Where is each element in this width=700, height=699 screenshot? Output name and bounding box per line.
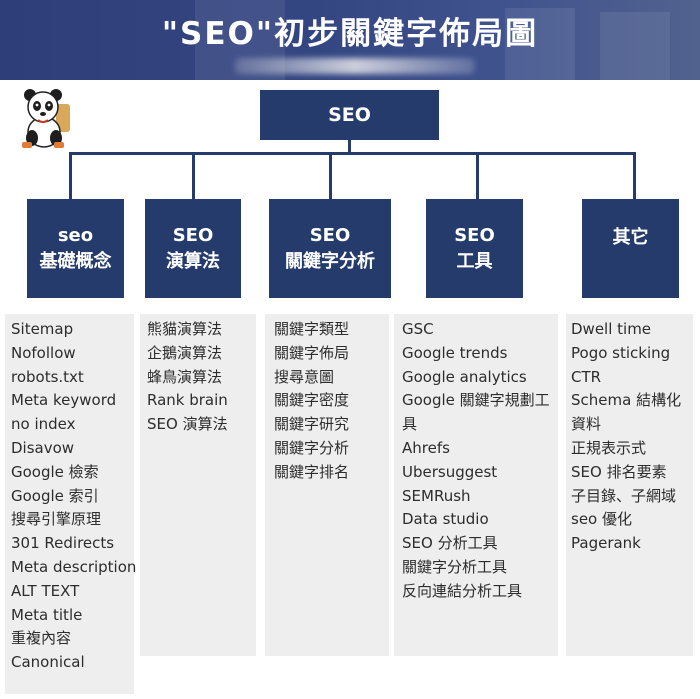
root-node-seo: SEO <box>260 90 439 140</box>
list-item: Data studio <box>402 510 489 529</box>
items-panel-seo-algorithms: 熊貓演算法 企鵝演算法 蜂鳥演算法 Rank brain SEO 演算法 <box>140 314 256 656</box>
list-item: 關鍵字類型 <box>274 320 350 338</box>
list-item: Disavow <box>11 438 75 457</box>
banner-background-image <box>505 8 575 80</box>
list-item: Meta description <box>11 557 137 576</box>
root-label: SEO <box>328 104 371 126</box>
category-label-line1: seo <box>57 224 94 246</box>
category-label-line2: 演算法 <box>166 250 220 272</box>
category-node-keyword-analysis: SEO 關鍵字分析 <box>269 199 391 298</box>
list-item: 子目錄、子網域 <box>571 486 677 505</box>
list-item: Meta keyword <box>11 391 117 410</box>
list-item: Schema 結構化 <box>571 391 682 410</box>
category-label-line2: 關鍵字分析 <box>285 250 375 272</box>
category-label-line2: 基礎概念 <box>39 250 112 272</box>
list-item: 關鍵字密度 <box>274 391 350 410</box>
list-item: Pagerank <box>571 534 641 553</box>
list-item: Google 索引 <box>11 486 99 505</box>
items-panel-others: Dwell time Pogo sticking CTR Schema 結構化 … <box>566 314 693 656</box>
list-item: no index <box>11 415 76 434</box>
list-item: Google analytics <box>402 367 527 386</box>
list-item: SEO 分析工具 <box>402 534 498 553</box>
list-item: 關鍵字排名 <box>274 462 350 481</box>
panda-mascot-icon <box>22 89 70 148</box>
category-node-seo-tools: SEO 工具 <box>426 199 523 298</box>
list-item: Nofollow <box>11 343 76 362</box>
connector-horizontal <box>69 152 636 155</box>
list-item: 搜尋引擎原理 <box>11 510 102 529</box>
category-label-line1: SEO <box>454 224 495 246</box>
category-label-line1: SEO <box>309 224 351 246</box>
page-title: "SEO"初步關鍵字佈局圖 <box>161 16 539 52</box>
list-item: 資料 <box>571 415 602 434</box>
list-item: Ahrefs <box>402 438 450 457</box>
list-item: 關鍵字分析 <box>274 438 350 457</box>
list-item: 蜂鳥演算法 <box>147 367 223 386</box>
list-item: 關鍵字分析工具 <box>402 557 508 576</box>
list-item: seo 優化 <box>571 510 632 529</box>
connector-root-vertical <box>348 140 351 153</box>
list-item: CTR <box>571 367 602 386</box>
list-item: Pogo sticking <box>571 343 671 362</box>
list-item: Sitemap <box>11 320 74 338</box>
items-panel-keyword-analysis: 關鍵字類型 關鍵字佈局 搜尋意圖 關鍵字密度 關鍵字研究 關鍵字分析 關鍵字排名 <box>265 314 389 656</box>
list-item: 反向連結分析工具 <box>402 581 523 600</box>
list-item: Ubersuggest <box>402 462 498 481</box>
list-item: 關鍵字研究 <box>274 415 350 434</box>
list-item: Google trends <box>402 343 508 362</box>
list-item: 關鍵字佈局 <box>274 343 350 362</box>
list-item: SEO 排名要素 <box>571 462 667 481</box>
list-item: 熊貓演算法 <box>147 320 223 338</box>
category-node-seo-basics: seo 基礎概念 <box>27 199 124 298</box>
list-item: Rank brain <box>147 391 228 410</box>
list-item: Google 檢索 <box>11 462 99 481</box>
list-item: 企鵝演算法 <box>147 343 223 362</box>
list-item: 重複內容 <box>11 629 72 648</box>
list-item: SEO 演算法 <box>147 415 228 434</box>
list-item: SEMRush <box>402 486 471 505</box>
list-item: 具 <box>402 415 418 434</box>
items-panel-seo-tools: GSC Google trends Google analytics Googl… <box>394 314 558 656</box>
connector-drop-4 <box>476 152 479 200</box>
connector-drop-5 <box>633 152 636 200</box>
category-node-others: 其它 <box>582 199 679 298</box>
items-panel-seo-basics: Sitemap Nofollow robots.txt Meta keyword… <box>5 314 137 694</box>
category-label-line1: 其它 <box>612 227 649 248</box>
connector-drop-2 <box>192 152 195 200</box>
blurred-subtitle <box>235 58 475 74</box>
header-banner: "SEO"初步關鍵字佈局圖 <box>0 0 700 80</box>
list-item: Meta title <box>11 605 83 624</box>
list-item: ALT TEXT <box>11 581 80 600</box>
list-item: 搜尋意圖 <box>274 367 335 386</box>
list-item: 正規表示式 <box>571 438 647 457</box>
connector-drop-3 <box>329 152 332 200</box>
list-item: 301 Redirects <box>11 534 115 553</box>
category-node-seo-algorithms: SEO 演算法 <box>145 199 241 298</box>
category-label-line1: SEO <box>172 224 214 246</box>
category-label-line2: 工具 <box>456 250 493 272</box>
list-item: Dwell time <box>571 320 652 338</box>
connector-drop-1 <box>69 152 72 200</box>
list-item: robots.txt <box>11 367 84 386</box>
banner-background-image <box>600 12 670 80</box>
list-item: Canonical <box>11 653 85 672</box>
list-item: GSC <box>402 320 434 338</box>
list-item: Google 關鍵字規劃工 <box>402 391 550 410</box>
